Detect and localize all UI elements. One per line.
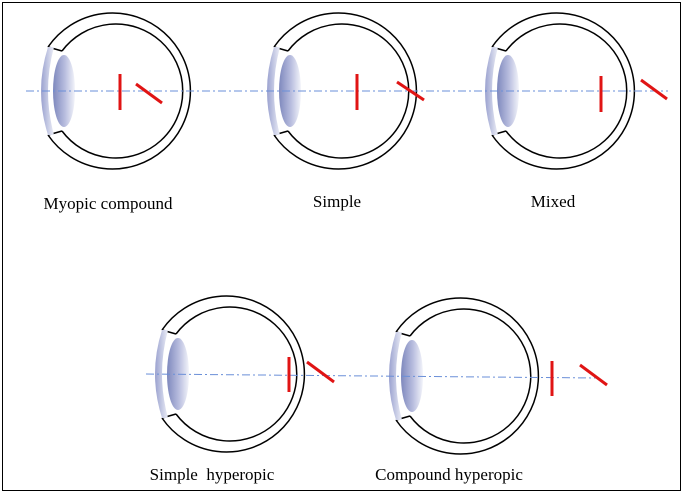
focal-line-oblique-4	[306, 360, 335, 384]
diagram-border	[2, 2, 681, 491]
optical-axis-bottom	[145, 373, 599, 379]
focal-line-oblique-1	[135, 82, 163, 105]
focal-line-oblique-2	[396, 80, 425, 102]
eye-compound-hyperopic	[388, 297, 540, 455]
caption-mixed: Mixed	[530, 192, 576, 211]
focal-line-oblique-5	[579, 363, 608, 387]
focal-line-oblique-3	[640, 78, 668, 101]
focal-lines	[118, 74, 668, 396]
caption-compound-hyperopic: Compound hyperopic	[375, 465, 523, 484]
eye-simple-hyperopic	[154, 295, 306, 453]
caption-simple: Simple	[312, 192, 362, 211]
caption-myopic-compound: Myopic compound	[43, 194, 173, 213]
caption-simple-hyperopic: Simple hyperopic	[149, 465, 275, 484]
